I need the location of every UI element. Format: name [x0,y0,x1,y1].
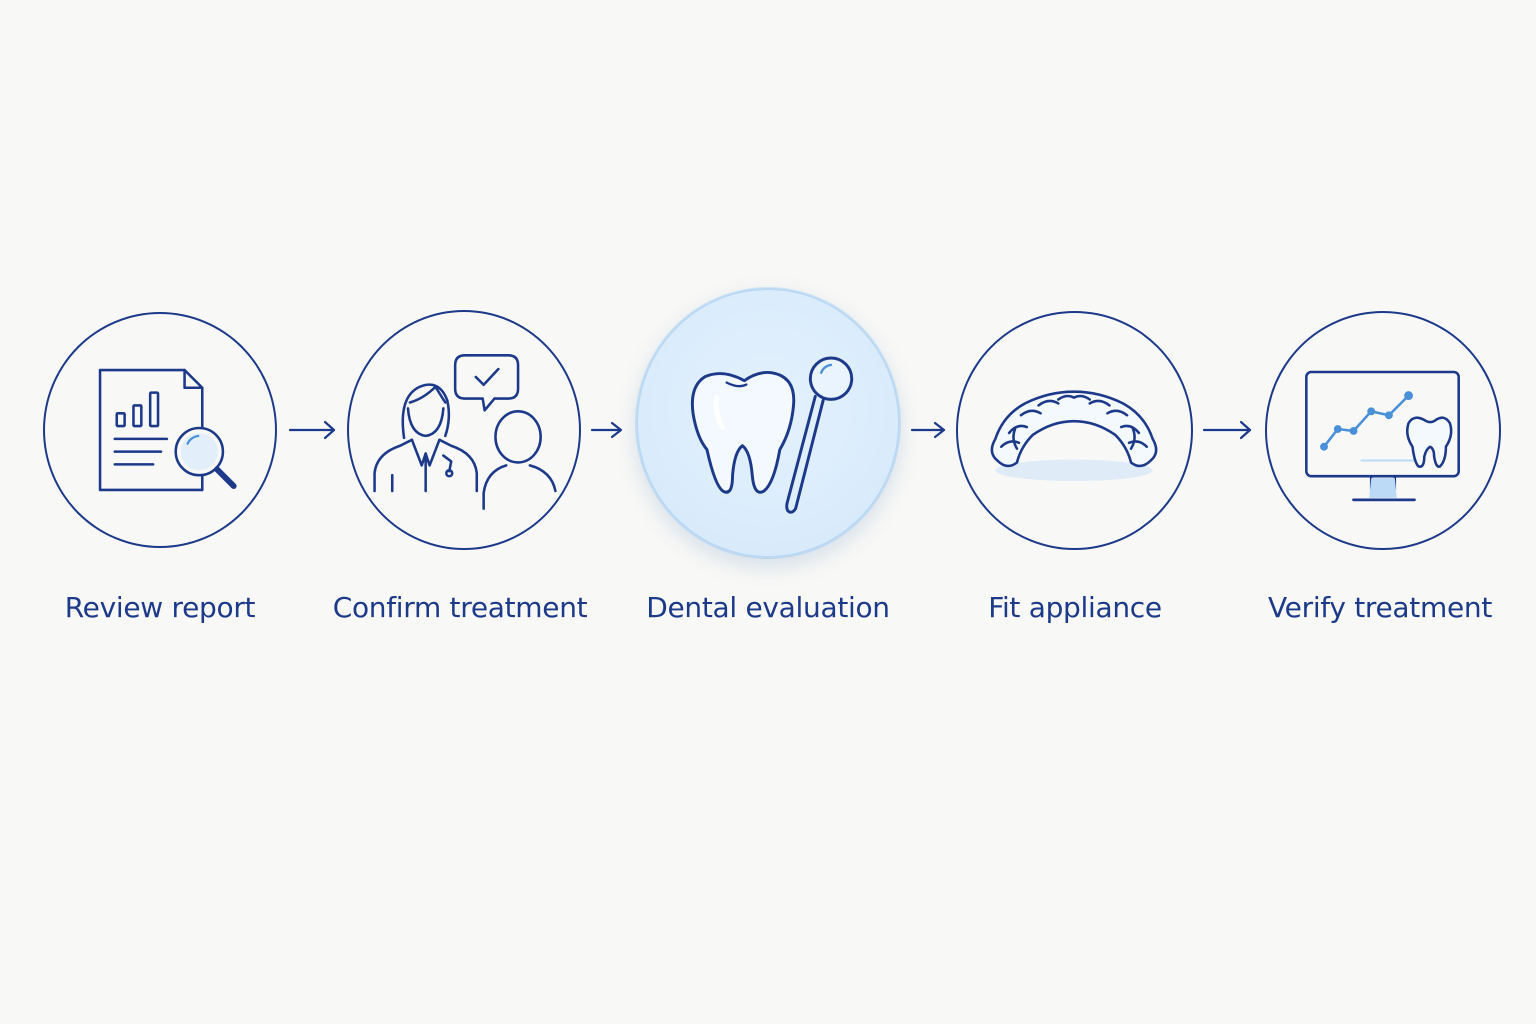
step-dental-evaluation-circle [636,288,900,558]
step-confirm-treatment-label: Confirm treatment [332,591,588,624]
step-fit-appliance-circle [956,311,1193,550]
arrow-right-icon [906,418,956,442]
step-review-report-label: Review report [64,591,256,624]
report-magnifier-icon [98,368,237,492]
arrow-right-icon [1202,418,1252,442]
step-dental-evaluation-label: Dental evaluation [646,591,890,624]
tooth-dental-mirror-icon [690,356,854,514]
step-verify-treatment-label: Verify treatment [1268,591,1492,624]
arrow-right-icon [590,418,640,442]
arrow-right-icon [288,418,338,442]
doctor-patient-chat-icon [373,354,557,510]
step-verify-treatment-circle [1265,311,1501,550]
step-fit-appliance-label: Fit appliance [988,591,1162,624]
monitor-chart-tooth-icon [1305,370,1460,502]
dental-aligner-icon [990,390,1158,482]
step-confirm-treatment-circle [347,310,581,550]
step-review-report-circle [43,312,277,548]
